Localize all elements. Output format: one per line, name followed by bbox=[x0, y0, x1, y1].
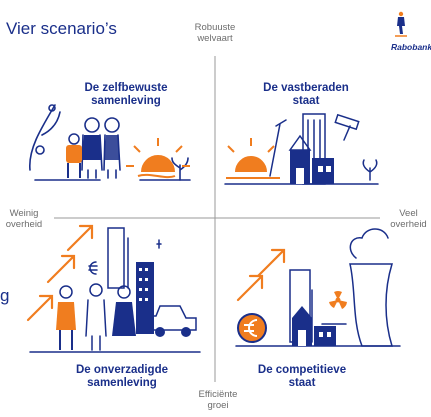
logo-name: Rabobank bbox=[391, 42, 431, 52]
page-title: Vier scenario’s bbox=[6, 19, 117, 38]
partial-text: g bbox=[0, 286, 10, 305]
